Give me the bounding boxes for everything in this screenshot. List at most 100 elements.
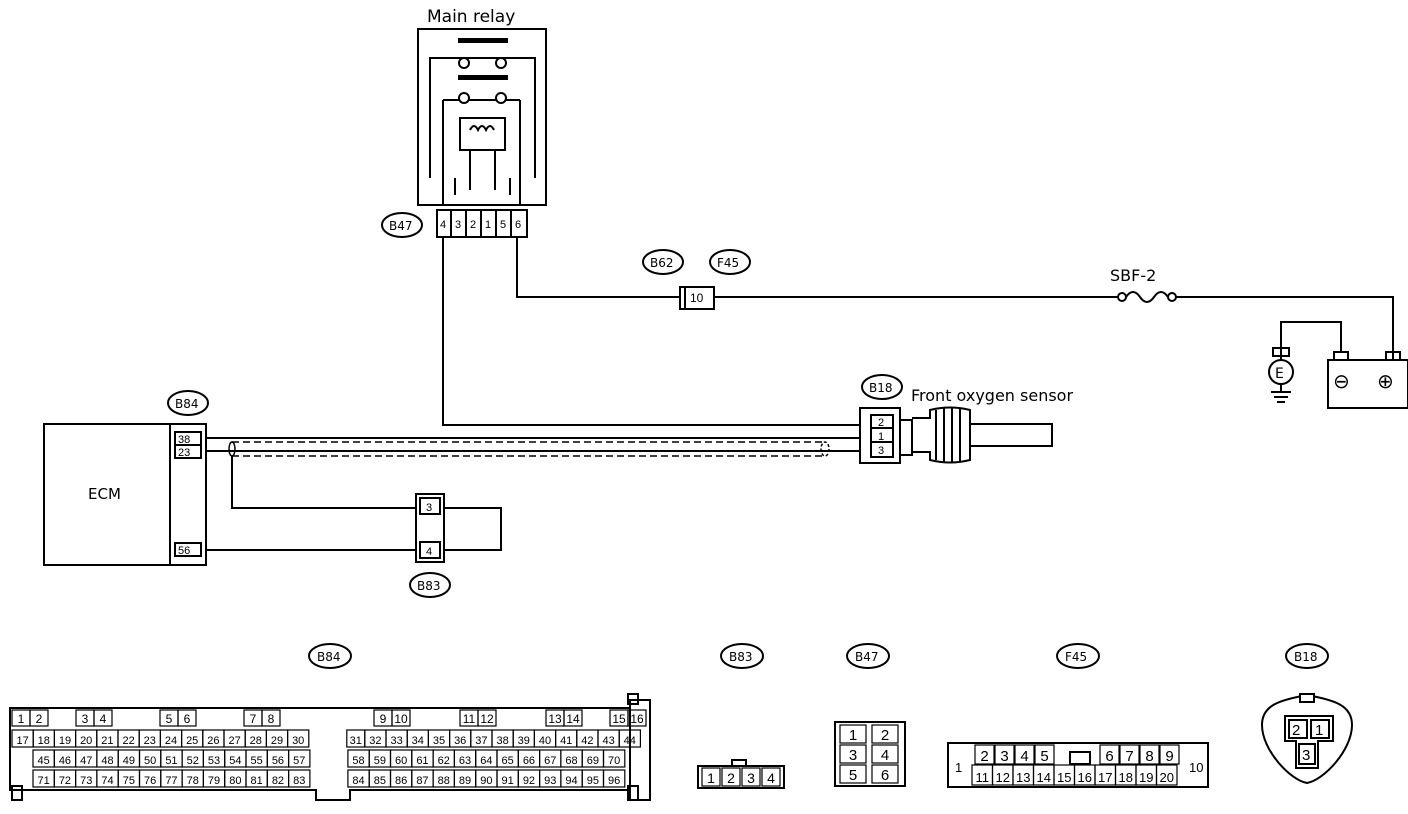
pin-52: 52	[187, 755, 199, 767]
pin-18: 18	[38, 735, 50, 747]
pin-3: 3	[82, 712, 89, 726]
pin-87: 87	[416, 775, 428, 787]
pin-68: 68	[565, 755, 577, 767]
wire-fuse-to-battery	[1176, 296, 1394, 360]
b18-face-pin-2: 2	[1292, 722, 1300, 739]
ground-symbol: E	[1268, 347, 1294, 403]
pin-4: 4	[881, 747, 889, 764]
battery: ⊖ ⊕	[1280, 321, 1408, 409]
front-oxygen-sensor-label: Front oxygen sensor	[911, 386, 1073, 405]
b83-inline-connector: 3 4 B83	[206, 493, 502, 598]
pin-5: 5	[1040, 748, 1048, 765]
pin-37: 37	[475, 735, 487, 747]
pin-16: 16	[630, 712, 644, 726]
b47-pin-3: 3	[455, 219, 461, 231]
pin-16: 16	[1078, 770, 1092, 785]
pin-80: 80	[229, 775, 241, 787]
f45-inline-pin: 10	[690, 291, 704, 305]
pin-15: 15	[1057, 770, 1071, 785]
pin-93: 93	[544, 775, 556, 787]
pin-65: 65	[502, 755, 514, 767]
b84-pin-56: 56	[178, 545, 190, 557]
pin-30: 30	[292, 735, 304, 747]
pin-42: 42	[581, 735, 593, 747]
pin-95: 95	[587, 775, 599, 787]
pin-53: 53	[208, 755, 220, 767]
view-b83-tag: B83	[729, 650, 753, 664]
view-b47-tag: B47	[855, 650, 879, 664]
pin-96: 96	[608, 775, 620, 787]
view-b84-tag: B84	[317, 650, 341, 664]
pin-6: 6	[1105, 748, 1113, 765]
pin-59: 59	[374, 755, 386, 767]
b18-face-pin-1: 1	[1315, 722, 1323, 739]
pin-2: 2	[727, 770, 735, 786]
pin-88: 88	[438, 775, 450, 787]
pin-86: 86	[395, 775, 407, 787]
pin-79: 79	[208, 775, 220, 787]
pin-28: 28	[250, 735, 262, 747]
pin-27: 27	[228, 735, 240, 747]
pin-8: 8	[1145, 748, 1153, 765]
b83-tag: B83	[417, 579, 441, 593]
pin-47: 47	[80, 755, 92, 767]
f45-face-pin-1: 1	[955, 760, 962, 775]
pin-85: 85	[374, 775, 386, 787]
b18-tag: B18	[869, 381, 893, 395]
b18-connector-face: 2 1 3	[1260, 693, 1354, 785]
pin-84: 84	[352, 775, 364, 787]
pin-94: 94	[565, 775, 577, 787]
main-relay-label: Main relay	[427, 7, 515, 27]
pin-51: 51	[165, 755, 177, 767]
pin-17: 17	[1098, 770, 1112, 785]
pin-14: 14	[566, 712, 580, 726]
pin-7: 7	[1125, 748, 1133, 765]
pin-10: 10	[394, 712, 408, 726]
pin-1: 1	[18, 712, 25, 726]
b84-pin-38: 38	[178, 434, 190, 446]
pin-2: 2	[881, 727, 889, 744]
pin-35: 35	[433, 735, 445, 747]
pin-2: 2	[36, 712, 43, 726]
pin-45: 45	[38, 755, 50, 767]
pin-70: 70	[608, 755, 620, 767]
pin-75: 75	[123, 775, 135, 787]
b47-pin-6: 6	[515, 219, 521, 231]
pin-77: 77	[165, 775, 177, 787]
b84-pin-23: 23	[178, 447, 190, 459]
b18-pin-2: 2	[878, 417, 884, 429]
b83-pin-3: 3	[426, 502, 432, 514]
pin-20: 20	[1160, 770, 1174, 785]
pin-66: 66	[523, 755, 535, 767]
pin-12: 12	[480, 712, 494, 726]
b18-pin-1: 1	[878, 431, 884, 443]
pin-89: 89	[459, 775, 471, 787]
fuse-label: SBF-2	[1110, 266, 1156, 285]
pin-64: 64	[480, 755, 492, 767]
pin-92: 92	[523, 775, 535, 787]
pin-9: 9	[1165, 748, 1173, 765]
shielded-signal-wires	[206, 437, 860, 509]
pin-61: 61	[416, 755, 428, 767]
pin-91: 91	[502, 775, 514, 787]
pin-69: 69	[587, 755, 599, 767]
view-b18-tag: B18	[1294, 650, 1318, 664]
ecm: ECM 38 23 56 B84	[43, 390, 209, 566]
pin-44: 44	[624, 735, 636, 747]
pin-46: 46	[59, 755, 71, 767]
pin-90: 90	[480, 775, 492, 787]
pin-73: 73	[80, 775, 92, 787]
b47-pin-5: 5	[500, 219, 506, 231]
pin-76: 76	[144, 775, 156, 787]
fuse-sbf2: SBF-2	[1110, 266, 1177, 303]
pin-6: 6	[881, 767, 889, 784]
pin-5: 5	[166, 712, 173, 726]
pin-50: 50	[144, 755, 156, 767]
pin-22: 22	[122, 735, 134, 747]
pin-1: 1	[707, 770, 715, 786]
pin-23: 23	[144, 735, 156, 747]
pin-19: 19	[1139, 770, 1153, 785]
